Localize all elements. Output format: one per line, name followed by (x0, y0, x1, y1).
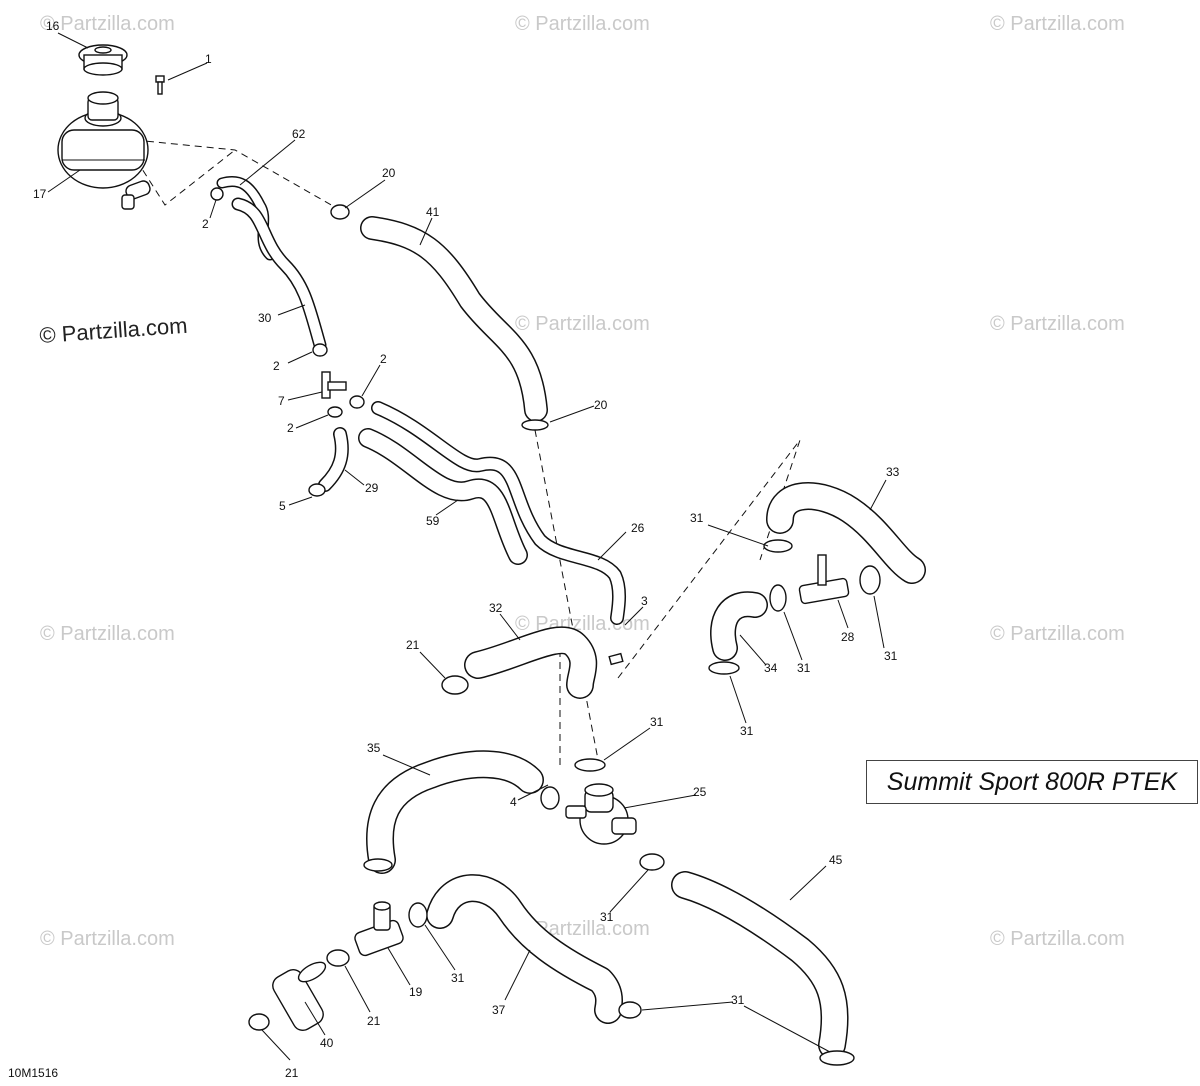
callout-59: 59 (426, 514, 440, 528)
t-fitting-7 (321, 371, 347, 399)
hose-29 (318, 427, 349, 492)
hose-33 (766, 482, 926, 584)
callout-17: 17 (33, 187, 47, 201)
hose-32 (464, 626, 598, 699)
callout-34: 34 (764, 661, 778, 675)
callout-5: 5 (279, 499, 286, 513)
clamps (210, 187, 881, 1066)
callout-21: 21 (285, 1066, 299, 1080)
callout-31: 31 (731, 993, 745, 1007)
hose-59 (358, 428, 528, 565)
callout-37: 37 (492, 1003, 506, 1017)
callout-31: 31 (690, 511, 704, 525)
callout-31: 31 (740, 724, 754, 738)
model-title-box: Summit Sport 800R PTEK (866, 760, 1198, 804)
callout-45: 45 (829, 853, 843, 867)
hose-35 (365, 750, 544, 874)
coolant-reservoir (57, 91, 151, 210)
callout-4: 4 (510, 795, 517, 809)
callout-labels: 16 1 62 17 2 20 41 30 2 2 7 2 20 29 5 59… (33, 19, 900, 1080)
watermark: © Partzilla.com (40, 928, 175, 950)
diagram-code: 10M1516 (8, 1066, 59, 1080)
hose-26 (371, 401, 626, 625)
callout-40: 40 (320, 1036, 334, 1050)
callout-31: 31 (451, 971, 465, 985)
callout-20: 20 (594, 398, 608, 412)
callout-31: 31 (650, 715, 664, 729)
watermark: © Partzilla.com (515, 313, 650, 335)
callout-2: 2 (380, 352, 387, 366)
callout-2: 2 (287, 421, 294, 435)
leader-lines (47, 32, 887, 1061)
thermostat-housing (565, 783, 637, 845)
hose-40 (272, 961, 327, 1032)
callout-21: 21 (367, 1014, 381, 1028)
callout-29: 29 (365, 481, 379, 495)
hose-37 (426, 874, 623, 1024)
assembly-dash-lines (129, 139, 801, 771)
t-fitting-19 (354, 901, 404, 957)
callout-21: 21 (406, 638, 420, 652)
callout-31: 31 (884, 649, 898, 663)
screw (155, 75, 165, 95)
callout-2: 2 (273, 359, 280, 373)
model-title: Summit Sport 800R PTEK (886, 768, 1178, 796)
callout-31: 31 (600, 910, 614, 924)
watermark: © Partzilla.com (40, 623, 175, 645)
watermark: © Partzilla.com (990, 313, 1125, 335)
callout-31: 31 (797, 661, 811, 675)
hose-41 (360, 216, 548, 422)
main-watermark: © Partzilla.com (39, 313, 189, 348)
watermark: © Partzilla.com (990, 13, 1125, 35)
callout-41: 41 (426, 205, 440, 219)
callout-32: 32 (489, 601, 503, 615)
callout-25: 25 (693, 785, 707, 799)
callout-33: 33 (886, 465, 900, 479)
radiator-cap (78, 44, 128, 76)
hose-34 (710, 591, 768, 661)
hose-45 (671, 871, 849, 1059)
watermark: © Partzilla.com (40, 13, 175, 35)
callout-1: 1 (205, 52, 212, 66)
callout-7: 7 (278, 394, 285, 408)
callout-16: 16 (46, 19, 60, 33)
callout-2: 2 (202, 217, 209, 231)
watermark: © Partzilla.com (990, 623, 1125, 645)
callout-28: 28 (841, 630, 855, 644)
watermark: © Partzilla.com (515, 13, 650, 35)
callout-30: 30 (258, 311, 272, 325)
callout-62: 62 (292, 127, 306, 141)
plug-3 (608, 652, 624, 666)
callout-3: 3 (641, 594, 648, 608)
callout-35: 35 (367, 741, 381, 755)
callout-20: 20 (382, 166, 396, 180)
watermark: © Partzilla.com (990, 928, 1125, 950)
callout-26: 26 (631, 521, 645, 535)
t-fitting-28 (798, 554, 850, 605)
hose-30 (231, 197, 327, 352)
callout-19: 19 (409, 985, 423, 999)
